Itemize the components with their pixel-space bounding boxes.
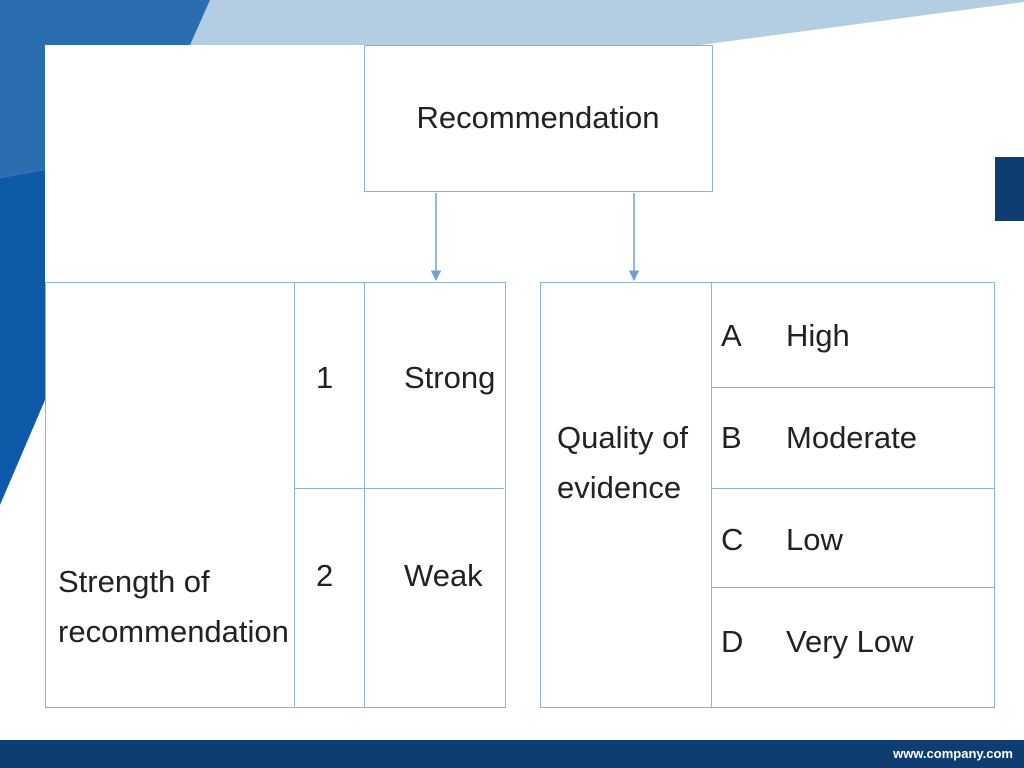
quality-code-d: D <box>721 624 744 659</box>
quality-value-d: Very Low <box>786 624 914 659</box>
quality-code-b: B <box>721 420 742 455</box>
footer-url: www.company.com <box>893 746 1013 761</box>
quality-value-c: Low <box>786 522 843 557</box>
strength-divider-1 <box>294 283 295 707</box>
quality-row-divider-2 <box>711 488 994 489</box>
quality-code-a: A <box>721 318 742 353</box>
quality-row-divider-1 <box>711 387 994 388</box>
strength-value-1: Strong <box>404 360 496 395</box>
bg-light-band <box>190 0 1024 45</box>
side-tab-accent <box>995 157 1024 221</box>
recommendation-label: Recommendation <box>416 100 660 135</box>
strength-code-2: 2 <box>316 558 334 593</box>
strength-label-line2: recommendation <box>58 614 289 649</box>
recommendation-node: Recommendation <box>364 45 713 192</box>
quality-divider <box>711 283 712 707</box>
quality-label-line1: Quality of <box>557 420 688 455</box>
footer-bar: www.company.com <box>0 740 1024 768</box>
strength-divider-2 <box>364 283 365 707</box>
strength-value-2: Weak <box>404 558 483 593</box>
strength-table: Strength of recommendation 1 Strong 2 We… <box>45 282 506 708</box>
quality-value-a: High <box>786 318 850 353</box>
quality-table: Quality of evidence A High B Moderate C … <box>540 282 995 708</box>
quality-code-c: C <box>721 522 744 557</box>
strength-label-line1: Strength of <box>58 564 210 599</box>
bg-mid-band <box>0 0 210 178</box>
strength-row-divider <box>294 488 504 489</box>
strength-code-1: 1 <box>316 360 334 395</box>
strength-label: Strength of recommendation <box>58 283 294 657</box>
quality-row-divider-3 <box>711 587 994 588</box>
bg-dark-band <box>0 170 45 505</box>
quality-label: Quality of evidence <box>557 413 707 513</box>
quality-label-line2: evidence <box>557 470 682 505</box>
quality-value-b: Moderate <box>786 420 917 455</box>
